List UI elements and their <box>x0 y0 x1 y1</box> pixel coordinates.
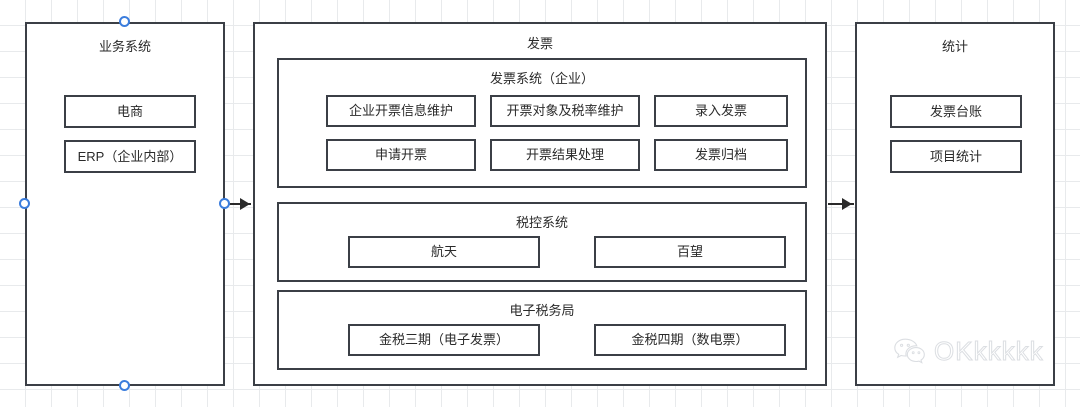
section-title-invoice-system-enterprise: 发票系统（企业） <box>489 71 594 86</box>
panel-title-business-system: 业务系统 <box>98 39 151 54</box>
section-title-electronic-tax-bureau: 电子税务局 <box>509 303 575 318</box>
wechat-icon <box>894 338 925 364</box>
panel-business-system[interactable]: 业务系统 电商 ERP（企业内部） <box>25 22 225 386</box>
node-golden-tax-phase-4[interactable]: 金税四期（数电票） <box>594 324 786 356</box>
panel-statistics[interactable]: 统计 发票台账 项目统计 OKkkkkk <box>855 22 1055 386</box>
node-invoice-archiving[interactable]: 发票归档 <box>654 139 788 171</box>
node-erp[interactable]: ERP（企业内部） <box>64 140 196 173</box>
node-golden-tax-phase-3[interactable]: 金税三期（电子发票） <box>348 324 540 356</box>
arrow-head-invoice-to-statistics <box>842 198 852 210</box>
node-invoice-ledger[interactable]: 发票台账 <box>890 95 1022 128</box>
section-invoice-system-enterprise[interactable]: 发票系统（企业） 企业开票信息维护 开票对象及税率维护 录入发票 申请开票 开票… <box>277 58 807 188</box>
section-electronic-tax-bureau[interactable]: 电子税务局 金税三期（电子发票） 金税四期（数电票） <box>277 290 807 370</box>
resize-handle-left[interactable] <box>19 198 30 209</box>
node-invoicing-result-processing[interactable]: 开票结果处理 <box>490 139 640 171</box>
section-title-tax-control-system: 税控系统 <box>515 215 568 230</box>
node-hangtian[interactable]: 航天 <box>348 236 540 268</box>
arrow-head-business-to-invoice <box>240 198 250 210</box>
watermark: OKkkkkk <box>893 336 1044 366</box>
node-enterprise-invoicing-info-maintenance[interactable]: 企业开票信息维护 <box>326 95 476 127</box>
node-project-statistics[interactable]: 项目统计 <box>890 140 1022 173</box>
node-ecommerce[interactable]: 电商 <box>64 95 196 128</box>
resize-handle-top[interactable] <box>119 16 130 27</box>
node-invoice-target-and-tax-rate-maintenance[interactable]: 开票对象及税率维护 <box>490 95 640 127</box>
resize-handle-right[interactable] <box>219 198 230 209</box>
connector-invoice-to-statistics[interactable] <box>828 203 854 205</box>
node-baiwang[interactable]: 百望 <box>594 236 786 268</box>
panel-title-invoice: 发票 <box>526 36 553 51</box>
connector-business-to-invoice[interactable] <box>226 203 251 205</box>
panel-invoice[interactable]: 发票 发票系统（企业） 企业开票信息维护 开票对象及税率维护 录入发票 申请开票… <box>253 22 827 386</box>
node-enter-invoice[interactable]: 录入发票 <box>654 95 788 127</box>
panel-title-statistics: 统计 <box>941 39 968 54</box>
section-tax-control-system[interactable]: 税控系统 航天 百望 <box>277 202 807 282</box>
resize-handle-bottom[interactable] <box>119 380 130 391</box>
node-apply-invoice[interactable]: 申请开票 <box>326 139 476 171</box>
watermark-text: OKkkkkk <box>934 336 1044 366</box>
